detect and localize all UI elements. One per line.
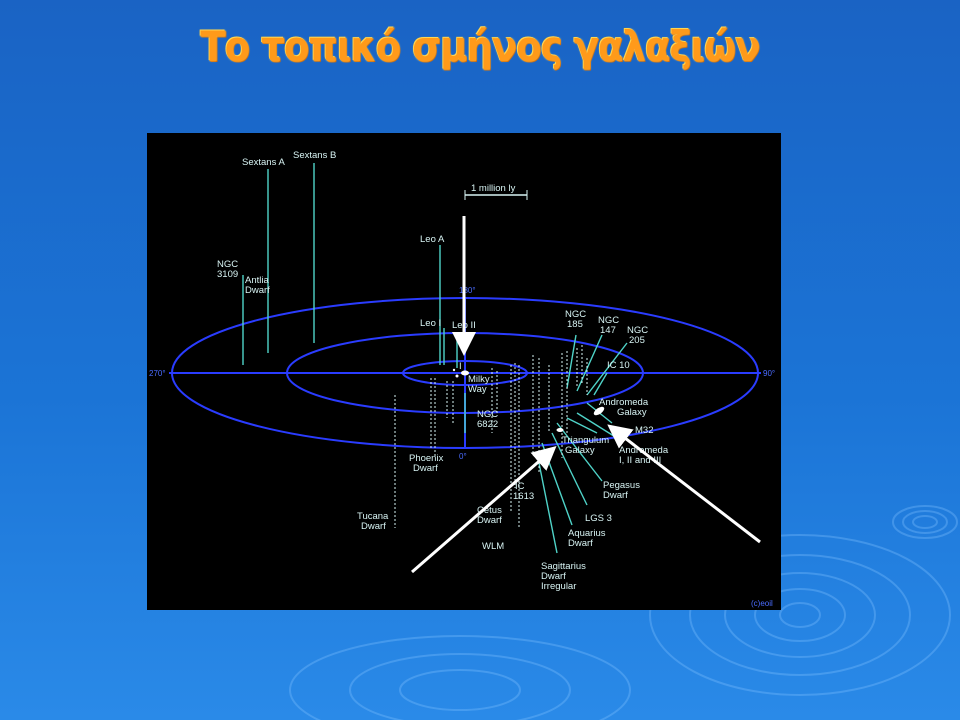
label-ngc147-line2: 147 — [600, 325, 616, 336]
andromeda-marker — [593, 406, 605, 416]
label-milky-way-line2: Way — [468, 384, 487, 395]
scale-bar-label: 1 million ly — [471, 183, 516, 194]
label-ngc185-line1: NGC — [565, 309, 586, 320]
label-wlm: WLM — [482, 541, 504, 552]
angle-right: 90° — [763, 369, 775, 378]
label-pegasus-line2: Dwarf — [603, 490, 628, 501]
label-sagittarius-line2: Dwarf — [541, 571, 566, 582]
label-m32: M32 — [635, 425, 653, 436]
label-triangulum-line2: Galaxy — [565, 445, 595, 456]
label-andromeda-line2: Galaxy — [617, 407, 647, 418]
galaxy-lines-dashed — [394, 345, 588, 528]
triangulum-marker — [556, 428, 564, 432]
label-leo-a: Leo A — [420, 234, 445, 245]
label-leo-ii: Leo II — [452, 320, 476, 331]
label-ngc147-line1: NGC — [598, 315, 619, 326]
label-ngc3109-line2: 3109 — [217, 269, 238, 280]
local-group-diagram: 270° 90° 180° 0° 1 million ly — [147, 133, 781, 610]
label-sagittarius-line1: Sagittarius — [541, 561, 586, 572]
label-tucana-line2: Dwarf — [361, 521, 386, 532]
diagram-canvas: 270° 90° 180° 0° 1 million ly — [149, 150, 775, 608]
label-i-mark: I — [459, 361, 462, 372]
angle-bottom: 0° — [459, 452, 467, 461]
label-andromeda-line1: Andromeda — [599, 397, 649, 408]
milky-way-marker — [461, 370, 469, 376]
label-aquarius-line2: Dwarf — [568, 538, 593, 549]
label-ic1613-line2: 1613 — [513, 491, 534, 502]
label-lgs3: LGS 3 — [585, 513, 612, 524]
credit-text: (c)eoil — [751, 599, 773, 608]
label-phoenix-line2: Dwarf — [413, 463, 438, 474]
label-ngc205-line2: 205 — [629, 335, 645, 346]
label-ic10: IC 10 — [607, 360, 630, 371]
label-ngc185-line2: 185 — [567, 319, 583, 330]
galaxy-markers — [452, 368, 605, 432]
slide-title: Το τοπικό σμήνος γαλαξιών — [200, 22, 760, 71]
scale-bar: 1 million ly — [464, 183, 528, 200]
label-ngc6822-line1: NGC — [477, 409, 498, 420]
label-sextans-b: Sextans B — [293, 150, 336, 161]
label-ngc6822-line2: 6822 — [477, 419, 498, 430]
label-antlia-line1: Antlia — [245, 275, 269, 286]
label-triangulum-line1: Triangulum — [562, 435, 609, 446]
label-ngc205-line1: NGC — [627, 325, 648, 336]
label-leo-i: Leo I — [420, 318, 441, 329]
label-aquarius-line1: Aquarius — [568, 528, 606, 539]
label-sextans-a: Sextans A — [242, 157, 285, 168]
label-andromeda-dwarfs-line2: I, II and III — [619, 455, 661, 466]
label-cetus-line2: Dwarf — [477, 515, 502, 526]
angle-left: 270° — [149, 369, 166, 378]
angle-top: 180° — [459, 286, 476, 295]
label-milky-way-line1: Milky — [468, 374, 490, 385]
label-ngc3109-line1: NGC — [217, 259, 238, 270]
label-tucana-line1: Tucana — [357, 511, 389, 522]
label-antlia-line2: Dwarf — [245, 285, 270, 296]
label-sagittarius-line3: Irregular — [541, 581, 576, 592]
